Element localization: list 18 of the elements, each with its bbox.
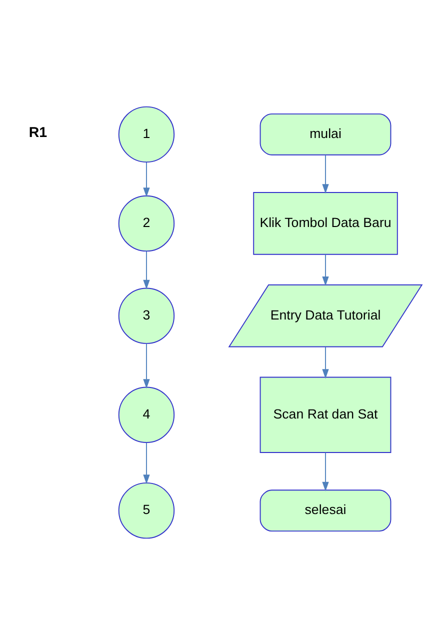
- arrow: [143, 250, 150, 289]
- node-circle: 3: [118, 287, 175, 344]
- arrow: [322, 254, 329, 286]
- node-circle: 1: [118, 106, 175, 162]
- arrow: [322, 154, 329, 194]
- node-circle: 5: [118, 482, 175, 538]
- node-box: Klik Tombol Data Baru: [253, 192, 398, 254]
- node-box: Scan Rat dan Sat: [260, 376, 392, 452]
- node-circle: 2: [118, 194, 175, 252]
- arrow: [143, 342, 150, 388]
- node-circle: 4: [118, 386, 175, 442]
- arrow: [143, 442, 150, 484]
- arrow: [322, 346, 329, 378]
- label: R1: [28, 124, 48, 140]
- node-box: mulai: [260, 112, 392, 155]
- arrow: [143, 162, 150, 197]
- node-box: selesai: [260, 489, 392, 532]
- arrow: [322, 452, 329, 491]
